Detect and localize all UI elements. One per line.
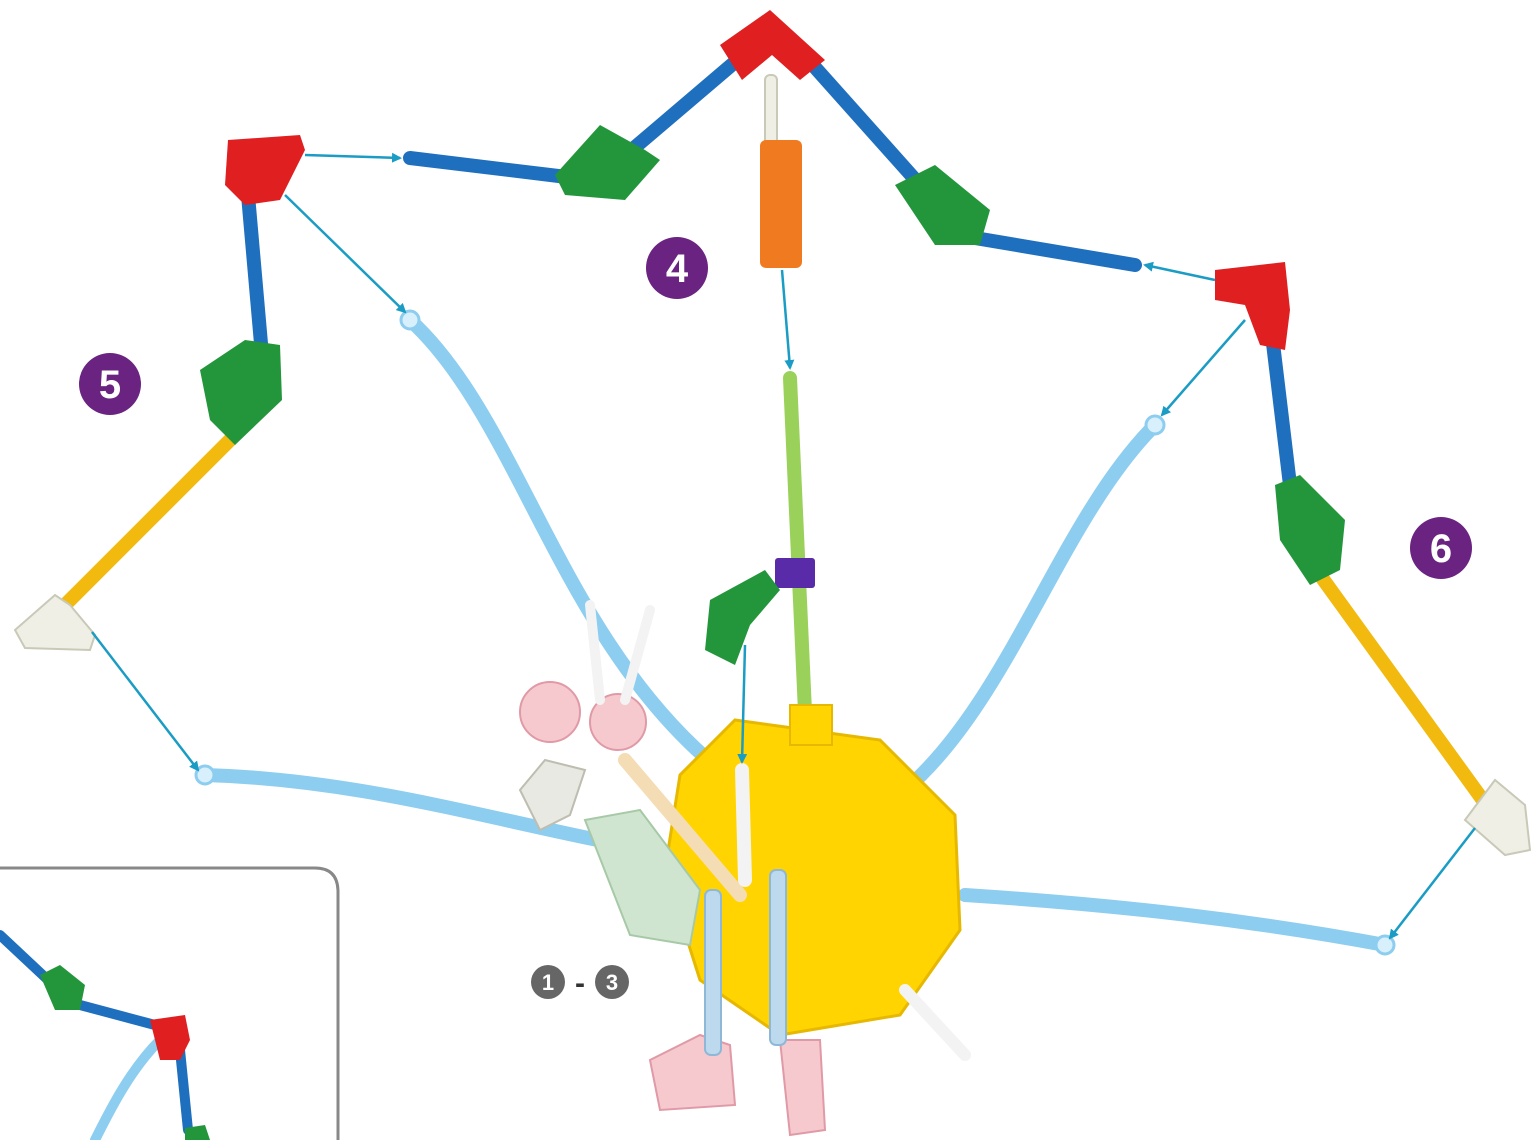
step-badge-6: 6 (1410, 517, 1472, 579)
tan-rod (618, 753, 747, 902)
pale-blue-rod (769, 869, 787, 1046)
gray-connector (518, 758, 587, 832)
range-separator: - (575, 967, 585, 1000)
white-rod-top (764, 74, 778, 151)
step-number-4: 4 (666, 247, 689, 291)
inset-green-connector (185, 1125, 210, 1140)
red-connector (1215, 262, 1290, 350)
green-connector (200, 340, 282, 445)
yellow-rod (1313, 568, 1497, 817)
arrow (1388, 827, 1476, 940)
yellow-rod (53, 423, 247, 617)
green-connector (555, 125, 660, 200)
range-end: 3 (606, 970, 618, 995)
range-end-circle (595, 965, 629, 999)
blue-rod (968, 231, 1142, 272)
flex-rod-end-cap (1144, 414, 1166, 436)
step-badge-5: 5 (79, 353, 141, 415)
flex-rod-end-cap (194, 764, 216, 786)
assembly-arrows (91, 152, 1476, 940)
purple-clip (775, 558, 815, 588)
hub-top-socket (789, 704, 833, 746)
step-number-5: 5 (99, 363, 121, 407)
green-connectors (200, 125, 1345, 665)
red-connectors (225, 10, 1290, 350)
white-rod-center (735, 763, 752, 887)
pink-connector (648, 1033, 737, 1112)
arrow (284, 194, 407, 314)
badge-circle (1410, 517, 1472, 579)
pink-wheel (589, 693, 647, 751)
flex-rod-left-upper (403, 313, 727, 777)
pale-green-connector (583, 808, 702, 947)
green-center-rod (783, 371, 812, 719)
inset-red-connector (150, 1015, 190, 1060)
blue-rod (1265, 328, 1297, 492)
blue-rod (403, 151, 582, 185)
blue-rod (788, 38, 927, 192)
white-rod-antenna (620, 605, 655, 705)
inset-blue-rod (75, 1000, 160, 1030)
blue-rods (241, 38, 1297, 492)
arrow (91, 631, 200, 772)
white-rod-antenna (585, 600, 605, 705)
green-connector (895, 165, 990, 245)
flex-rod-right-upper (898, 418, 1162, 797)
arrow (780, 269, 795, 370)
orange-connector (760, 140, 802, 268)
green-connector (1275, 475, 1345, 585)
white-connector (13, 593, 97, 652)
arrow (1160, 319, 1246, 417)
red-connector (720, 10, 825, 80)
step-badge-4: 4 (646, 237, 708, 299)
inset-frame (0, 866, 340, 1140)
step-number-6: 6 (1430, 527, 1452, 571)
white-connector (1463, 778, 1532, 857)
flex-rod-end-cap (1374, 934, 1396, 956)
badge-circle (79, 353, 141, 415)
flex-rods (194, 309, 1396, 956)
green-connector (705, 570, 780, 665)
pale-parts (518, 758, 787, 1056)
inset-blue-rod (175, 1045, 193, 1135)
step-range-badge: 1 - 3 (531, 965, 629, 1000)
badge-circle (646, 237, 708, 299)
inset-blue-rod (0, 930, 53, 985)
red-connector (225, 135, 305, 205)
inset-flex-rod (90, 1035, 165, 1140)
blue-rod (241, 188, 269, 362)
range-start: 1 (542, 970, 554, 995)
yellow-rods (53, 423, 1497, 817)
white-rod-lower (899, 984, 971, 1061)
arrow (1143, 261, 1216, 282)
pink-connector (778, 1039, 827, 1137)
pink-wheel (519, 681, 581, 743)
pale-blue-rod (704, 889, 722, 1056)
flex-rod-right-lower (958, 888, 1392, 952)
arrow (304, 152, 402, 163)
flex-rod-end-cap (399, 309, 421, 331)
inset-panel (0, 866, 340, 1140)
inset-green-connector (40, 965, 85, 1010)
range-start-circle (531, 965, 565, 999)
arrow (737, 644, 748, 764)
